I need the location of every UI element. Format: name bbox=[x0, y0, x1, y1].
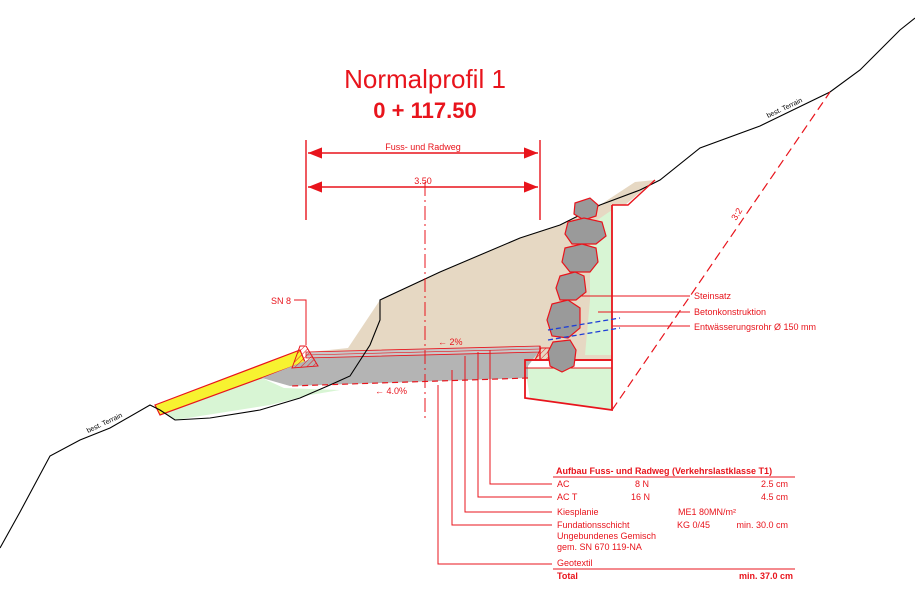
subgrade-fall-label: ← 4.0% bbox=[375, 386, 407, 396]
layer-ac-spec: 8 N bbox=[635, 479, 649, 489]
betonkonstruktion-label: Betonkonstruktion bbox=[694, 307, 766, 317]
stone-5 bbox=[546, 299, 581, 339]
total-label: Total bbox=[557, 571, 578, 581]
drawing-title: Normalprofil 1 bbox=[344, 64, 506, 94]
layer-kiesplanie-name: Kiesplanie bbox=[557, 507, 599, 517]
entwaesserung-label: Entwässerungsrohr Ø 150 mm bbox=[694, 322, 816, 332]
stone-2 bbox=[564, 217, 607, 245]
layer-fundation-value: min. 30.0 cm bbox=[736, 520, 788, 530]
callout-leaders bbox=[294, 295, 690, 565]
layer-act-name: AC T bbox=[557, 492, 578, 502]
asphalt-interface bbox=[305, 348, 541, 356]
fundation-note-2: gem. SN 670 119-NA bbox=[557, 542, 642, 552]
fundation-layer bbox=[262, 350, 540, 386]
layer-ac-value: 2.5 cm bbox=[761, 479, 788, 489]
existing-terrain-line bbox=[0, 17, 915, 549]
geotextil-name: Geotextil bbox=[557, 558, 593, 568]
drainage-pipe bbox=[547, 317, 621, 341]
stone-3 bbox=[561, 243, 599, 273]
cross-fall-label: ← 2% bbox=[438, 337, 463, 347]
terrain-label-right: best. Terrain bbox=[766, 97, 804, 120]
stone-block-set bbox=[546, 197, 607, 373]
embankment-green-left bbox=[160, 378, 340, 420]
retaining-wall bbox=[524, 205, 613, 412]
dimension-lines bbox=[305, 140, 541, 220]
excavation-slope-line bbox=[611, 91, 831, 411]
wall-green-lower bbox=[525, 368, 612, 410]
sn8-label: SN 8 bbox=[271, 296, 291, 306]
layer-kiesplanie-spec: ME1 80MN/m² bbox=[678, 507, 736, 517]
layer-fundation-name: Fundationsschicht bbox=[557, 520, 630, 530]
layer-act-spec: 16 N bbox=[631, 492, 650, 502]
steinsatz-label: Steinsatz bbox=[694, 291, 732, 301]
stone-6 bbox=[547, 339, 577, 373]
total-value: min. 37.0 cm bbox=[739, 571, 793, 581]
buildup-table: Aufbau Fuss- und Radweg (Verkehrslastkla… bbox=[553, 466, 795, 581]
buildup-heading: Aufbau Fuss- und Radweg (Verkehrslastkla… bbox=[556, 466, 772, 476]
curb-left bbox=[291, 345, 319, 369]
slope-top-line bbox=[612, 179, 656, 206]
station-number: 0 + 117.50 bbox=[373, 98, 476, 123]
path-width-label: Fuss- und Radweg bbox=[385, 142, 461, 152]
layer-act-value: 4.5 cm bbox=[761, 492, 788, 502]
fundation-note-1: Ungebundenes Gemisch bbox=[557, 531, 656, 541]
layer-fundation-spec: KG 0/45 bbox=[677, 520, 710, 530]
layer-ac-name: AC bbox=[557, 479, 570, 489]
stone-1 bbox=[573, 197, 599, 221]
path-width-value: 3.50 bbox=[414, 176, 432, 186]
